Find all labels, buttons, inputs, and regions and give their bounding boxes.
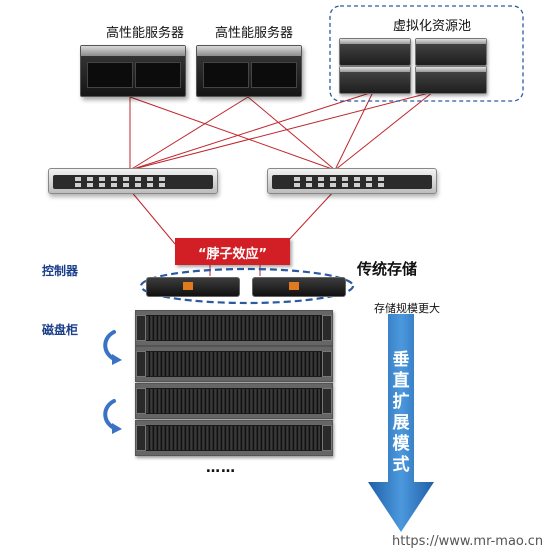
switch-port — [354, 183, 360, 187]
network-switch-icon — [267, 168, 437, 194]
link-line — [334, 91, 434, 171]
switch-port — [75, 183, 81, 187]
link-line — [129, 91, 374, 171]
link-line — [129, 96, 249, 171]
switch-port — [111, 183, 117, 187]
switch-port — [330, 183, 336, 187]
rack-server-icon — [196, 45, 302, 97]
server-label: 高性能服务器 — [106, 26, 185, 41]
switch-port — [294, 183, 300, 187]
rack-server-icon — [415, 38, 487, 66]
virtual-pool-border — [329, 5, 524, 102]
disk-shelf-icon — [135, 420, 333, 456]
switch-port — [306, 183, 312, 187]
rack-server-icon — [339, 66, 411, 94]
switch-port — [135, 177, 141, 181]
switch-port — [330, 177, 336, 181]
switch-port — [87, 183, 93, 187]
switch-port — [294, 177, 300, 181]
switch-port — [366, 177, 372, 181]
switch-port — [147, 183, 153, 187]
disk-shelf-icon — [135, 383, 333, 419]
storage-controller-icon — [146, 277, 240, 297]
disk-shelf-icon — [135, 346, 333, 382]
rack-server-icon — [339, 38, 411, 66]
switch-port — [111, 177, 117, 181]
switch-port — [99, 177, 105, 181]
disk-enclosure-label: 磁盘柜 — [42, 323, 79, 337]
curved-arrow-icon — [103, 399, 122, 434]
bottleneck-box: “脖子效应” — [175, 238, 290, 265]
switch-port — [378, 177, 384, 181]
switch-port — [342, 183, 348, 187]
watermark-text: https://www.mr-mao.cn — [392, 534, 544, 549]
switch-port — [147, 177, 153, 181]
switch-port — [318, 177, 324, 181]
disk-shelf-icon — [135, 310, 333, 346]
switch-port — [159, 183, 165, 187]
network-switch-icon — [48, 168, 218, 194]
link-line — [334, 91, 374, 171]
link-line — [129, 189, 176, 245]
rack-server-icon — [80, 45, 186, 97]
vertical-scaling-label: 垂直扩展模式 — [392, 350, 410, 475]
switch-port — [306, 177, 312, 181]
switch-port — [123, 183, 129, 187]
switch-port — [354, 177, 360, 181]
controller-group-ellipse — [139, 267, 355, 305]
controller-label: 控制器 — [42, 264, 79, 278]
traditional-storage-label: 传统存储 — [357, 260, 418, 278]
switch-port — [318, 183, 324, 187]
server-label: 高性能服务器 — [215, 26, 294, 41]
switch-port — [75, 177, 81, 181]
link-line — [129, 96, 336, 171]
bottleneck-label: “脖子效应” — [197, 247, 268, 262]
link-line — [129, 91, 434, 171]
big-down-arrow-icon — [368, 314, 434, 532]
virtual-pool-label: 虚拟化资源池 — [393, 19, 472, 34]
curved-arrow-icon — [103, 330, 122, 365]
storage-controller-icon — [252, 277, 346, 297]
switch-port — [366, 183, 372, 187]
switch-port — [123, 177, 129, 181]
link-line — [247, 96, 336, 171]
switch-port — [378, 183, 384, 187]
switch-port — [87, 177, 93, 181]
storage-growth-label: 存储规模更大 — [374, 302, 440, 315]
link-line — [284, 189, 336, 245]
switch-port — [135, 183, 141, 187]
rack-server-icon — [415, 66, 487, 94]
switch-port — [342, 177, 348, 181]
ellipsis-text: …… — [206, 460, 236, 476]
switch-port — [159, 177, 165, 181]
switch-port — [99, 183, 105, 187]
